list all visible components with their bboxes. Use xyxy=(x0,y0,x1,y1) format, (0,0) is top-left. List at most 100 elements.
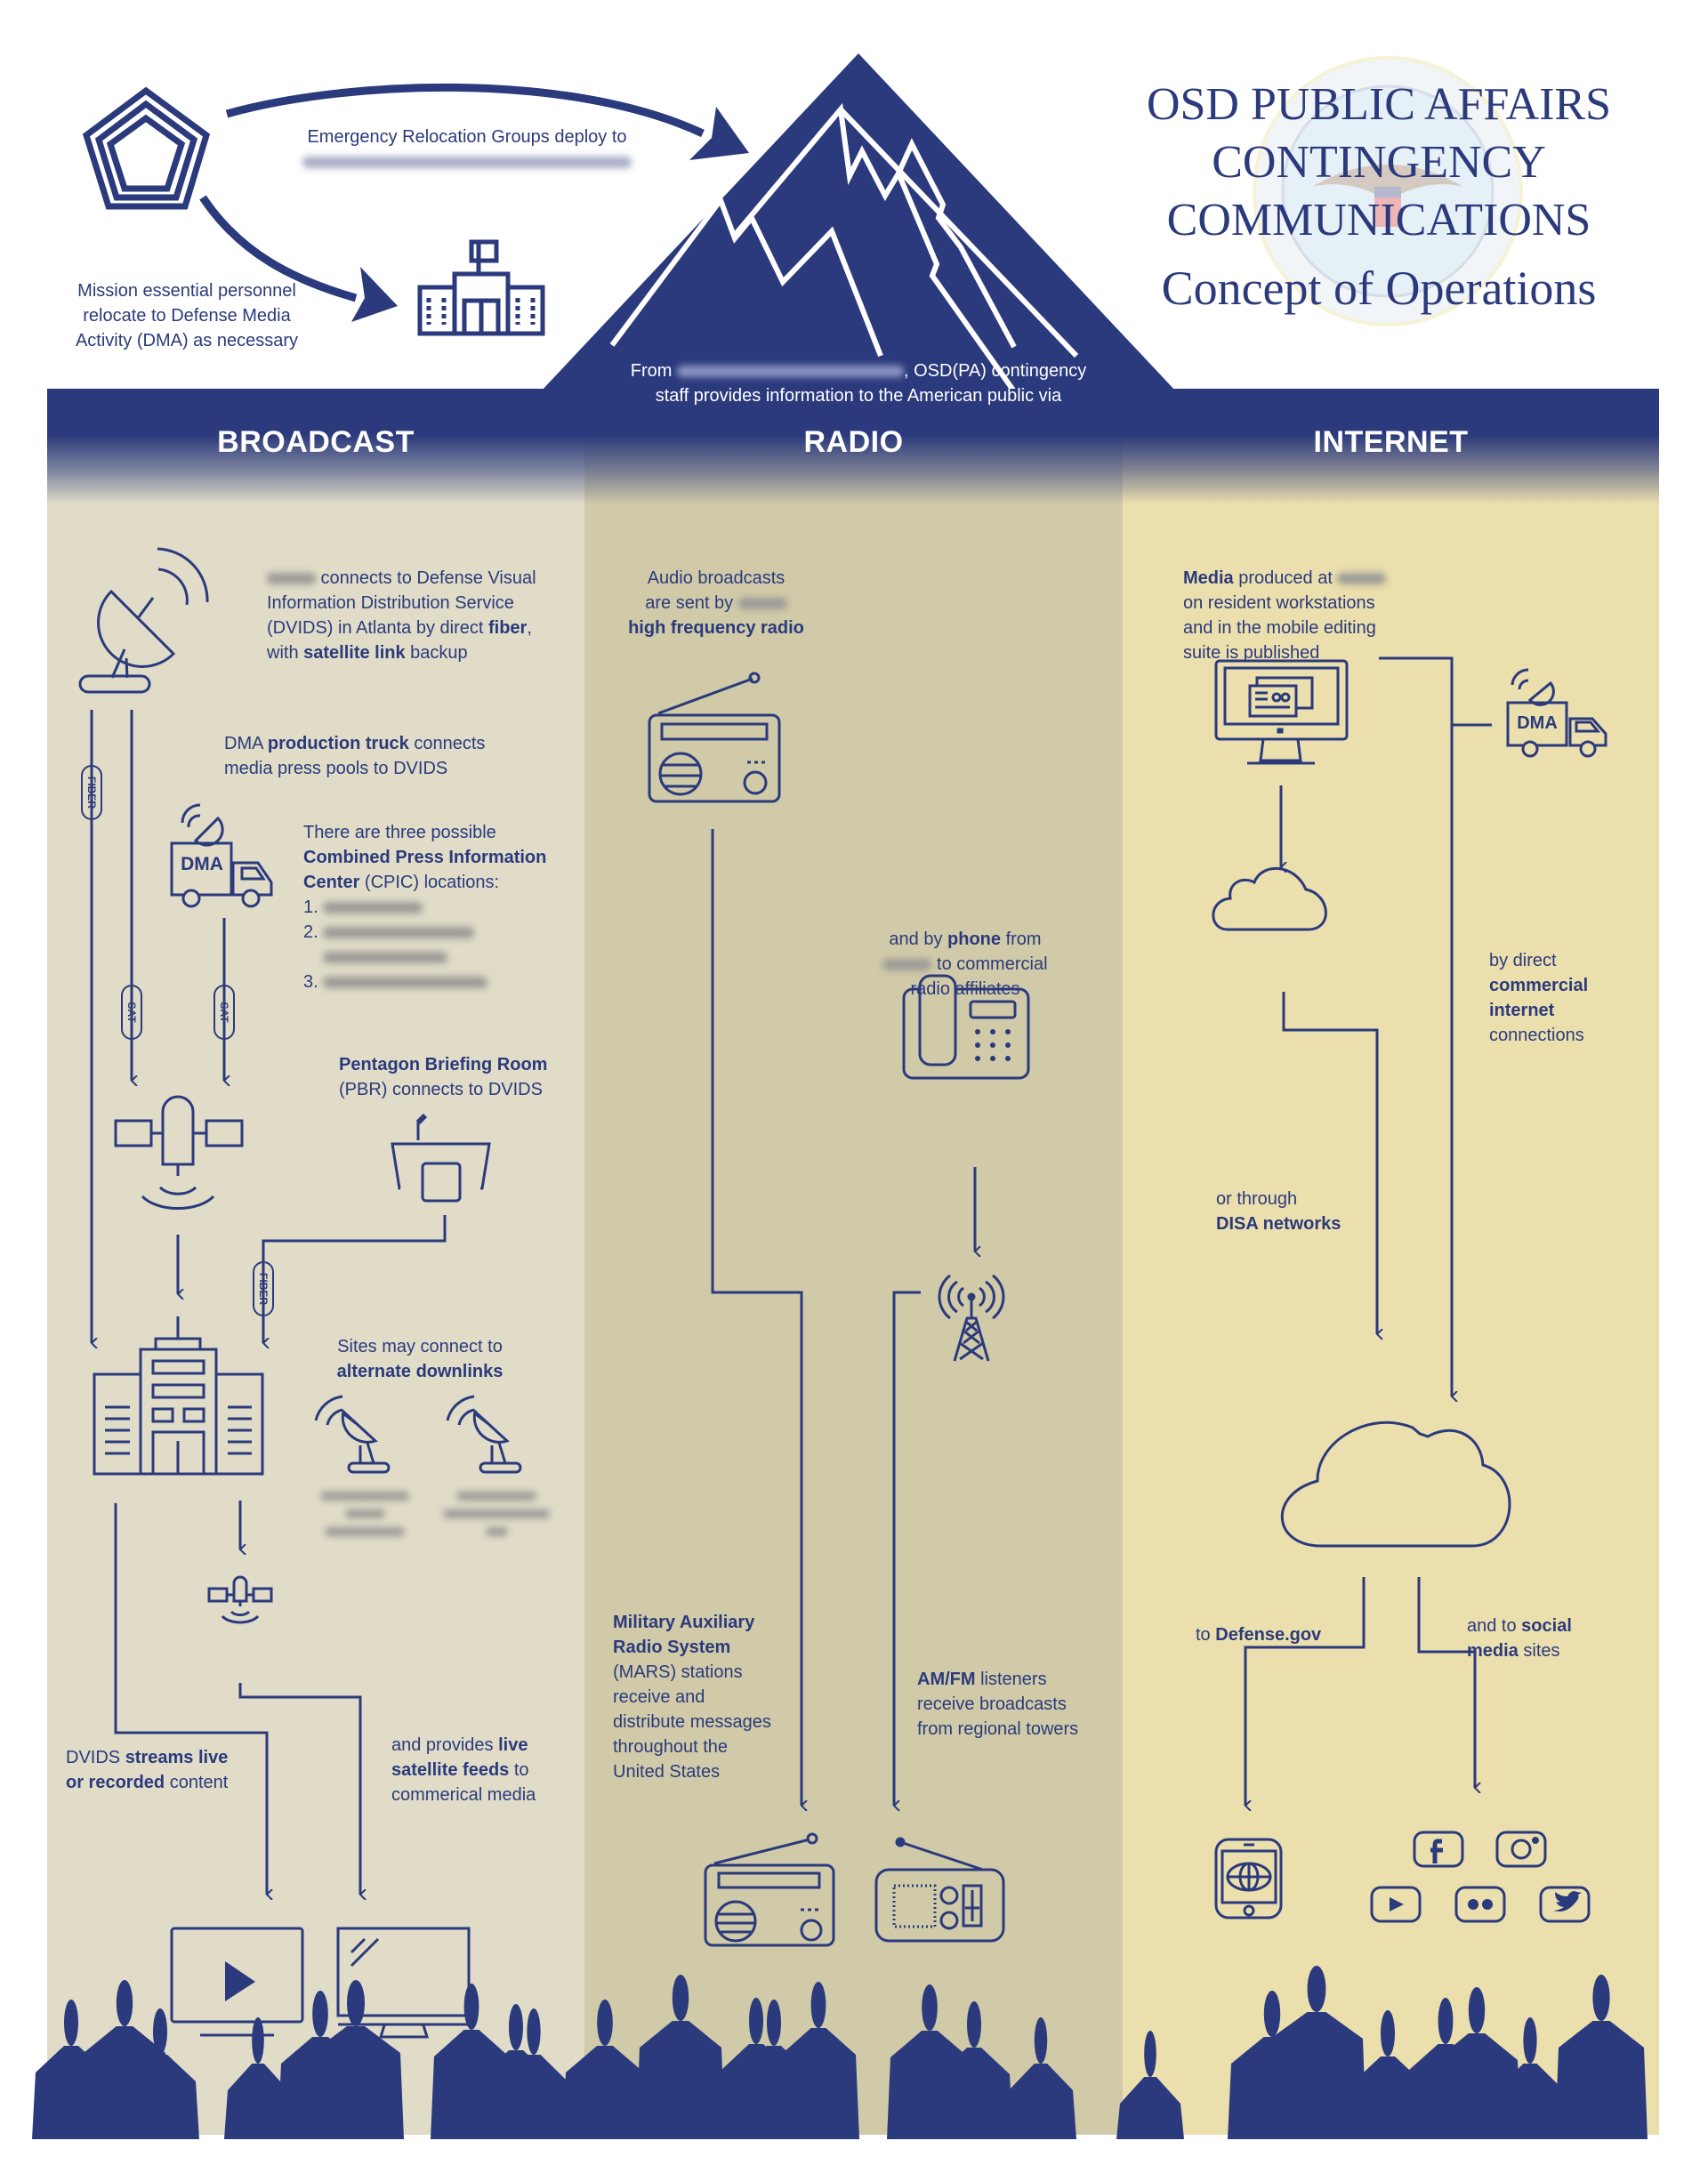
dvids-caption: connects to Defense Visual Information D… xyxy=(267,566,569,665)
dvids-text-3a: (DVIDS) in Atlanta by direct xyxy=(267,618,488,638)
truck-text-1a: DMA xyxy=(224,734,268,753)
truck-bold: production truck xyxy=(267,734,409,753)
feeds-text-1a: and provides xyxy=(391,1735,499,1755)
person-silhouette xyxy=(777,2028,859,2139)
small-satellite-icon xyxy=(207,1575,273,1624)
dvids-fiber-bold: fiber xyxy=(487,618,528,638)
title-line-2: CONTINGENCY xyxy=(1212,137,1546,188)
person-silhouette xyxy=(347,1980,365,2026)
person-silhouette xyxy=(935,2048,1013,2139)
pbr-fiber-line[interactable] xyxy=(262,1215,447,1343)
disa-line[interactable] xyxy=(1282,992,1377,1334)
mars-bold-1: Military Auxiliary xyxy=(613,1613,755,1632)
dma-building-icon xyxy=(417,239,545,336)
audio-text-1: Audio broadcasts xyxy=(647,568,786,588)
person-silhouette xyxy=(1005,2064,1076,2139)
person-silhouette xyxy=(767,2000,781,2046)
alt-site-2-label xyxy=(439,1487,554,1541)
sat-label-2: SAT xyxy=(214,985,235,1040)
facebook-icon[interactable] xyxy=(1413,1831,1464,1868)
top-graphics xyxy=(82,53,1176,393)
radio-icon xyxy=(648,672,781,803)
mars-text-4: receive and xyxy=(613,1687,705,1707)
from-suffix: , OSD(PA) contingency xyxy=(903,361,1087,381)
person-silhouette xyxy=(1263,1991,1281,2037)
alt-downlinks-caption: Sites may connect to alternate downlinks xyxy=(322,1334,518,1384)
title-line-4: Concept of Operations xyxy=(1161,262,1597,315)
alternate-dish-icon-1 xyxy=(314,1395,391,1474)
dvids-text-1: connects to Defense Visual xyxy=(316,568,536,588)
broadcast-column xyxy=(47,389,584,2135)
dvids-text-4c: backup xyxy=(405,643,468,663)
flickr-icon[interactable] xyxy=(1454,1886,1506,1923)
dma-truck-icon xyxy=(170,803,273,908)
stream-line[interactable] xyxy=(114,1503,267,1895)
defense-gov-line[interactable] xyxy=(1244,1577,1366,1806)
dma-truck-label-internet: DMA xyxy=(1517,713,1558,733)
social-caption: and to social media sites xyxy=(1467,1614,1600,1663)
twitter-icon[interactable] xyxy=(1539,1886,1591,1923)
person-silhouette xyxy=(1493,2064,1567,2139)
amfm-line[interactable] xyxy=(892,1291,921,1806)
sat-label-text: SAT xyxy=(125,1002,138,1023)
podium-icon xyxy=(391,1113,491,1203)
streams-bold-2: or recorded xyxy=(66,1773,165,1792)
social-text-1a: and to xyxy=(1467,1616,1522,1636)
social-media-line[interactable] xyxy=(1417,1577,1475,1788)
mountain-icon xyxy=(541,53,1176,393)
dvids-satellite-bold: satellite link xyxy=(303,643,406,663)
youtube-icon[interactable] xyxy=(1370,1886,1422,1923)
instagram-icon[interactable] xyxy=(1495,1831,1547,1868)
truck-caption: DMA production truck connects media pres… xyxy=(224,731,518,781)
person-silhouette xyxy=(1034,2017,1048,2064)
person-silhouette xyxy=(116,1980,133,2026)
feed-line[interactable] xyxy=(238,1683,360,1895)
fiber-label-text: FIBER xyxy=(257,1273,270,1305)
cloud-small-icon xyxy=(1212,867,1327,931)
mars-text-5: distribute messages xyxy=(613,1712,771,1732)
dvids-text-3c: , xyxy=(527,618,532,638)
fiber-label-text: FIBER xyxy=(85,777,98,809)
social-bold-1: social xyxy=(1521,1616,1572,1636)
amfm-radio-icon xyxy=(874,1837,1005,1943)
direct-bold-1: commercial xyxy=(1489,976,1589,995)
redacted-location xyxy=(676,366,904,378)
amfm-text-1b: listeners xyxy=(975,1670,1047,1689)
fiber-label: FIBER xyxy=(81,765,102,820)
erg-text: Emergency Relocation Groups deploy to xyxy=(307,127,627,147)
person-silhouette xyxy=(224,2064,292,2139)
fiber-label-pbr: FIBER xyxy=(253,1261,274,1316)
alternate-dish-icon-2 xyxy=(446,1395,522,1474)
media-text-4: suite is published xyxy=(1183,643,1320,663)
audio-text-2: are sent by xyxy=(645,593,738,613)
mars-text-3: (MARS) stations xyxy=(613,1662,743,1682)
redacted-site-line xyxy=(320,1491,409,1501)
person-silhouette xyxy=(312,1991,328,2037)
hf-radio-line[interactable] xyxy=(711,829,802,1806)
telephone-icon xyxy=(902,974,1030,1080)
person-silhouette xyxy=(527,2008,541,2055)
commercial-internet-line[interactable] xyxy=(1379,656,1452,1396)
satellite-dish-icon xyxy=(78,547,209,694)
erg-caption: Emergency Relocation Groups deploy to xyxy=(294,125,640,174)
redacted-site-line xyxy=(344,1509,385,1518)
person-silhouette xyxy=(597,2000,613,2046)
alt-site-1-label xyxy=(311,1487,418,1541)
person-silhouette xyxy=(749,1998,763,2044)
streams-bold-1: streams live xyxy=(125,1748,229,1767)
defense-gov-caption: to Defense.gov xyxy=(1196,1622,1374,1647)
mars-caption: Military Auxiliary Radio System (MARS) s… xyxy=(613,1610,800,1784)
arrow-to-dma-icon xyxy=(199,195,398,322)
cpic-item-3-redacted xyxy=(323,977,488,989)
amfm-caption: AM/FM listeners receive broadcasts from … xyxy=(917,1667,1113,1742)
media-text-1b: produced at xyxy=(1233,568,1338,588)
cpic-item-3-number: 3. xyxy=(303,972,318,992)
disa-bold: DISA networks xyxy=(1216,1214,1341,1234)
truck-text-2: media press pools to DVIDS xyxy=(224,759,448,778)
mission-caption: Mission essential personnel relocate to … xyxy=(62,278,311,353)
amfm-text-3: from regional towers xyxy=(917,1719,1079,1739)
amfm-text-2: receive broadcasts xyxy=(917,1694,1067,1714)
person-silhouette xyxy=(810,1982,826,2028)
direct-caption: by direct commercial internet connection… xyxy=(1489,948,1623,1048)
